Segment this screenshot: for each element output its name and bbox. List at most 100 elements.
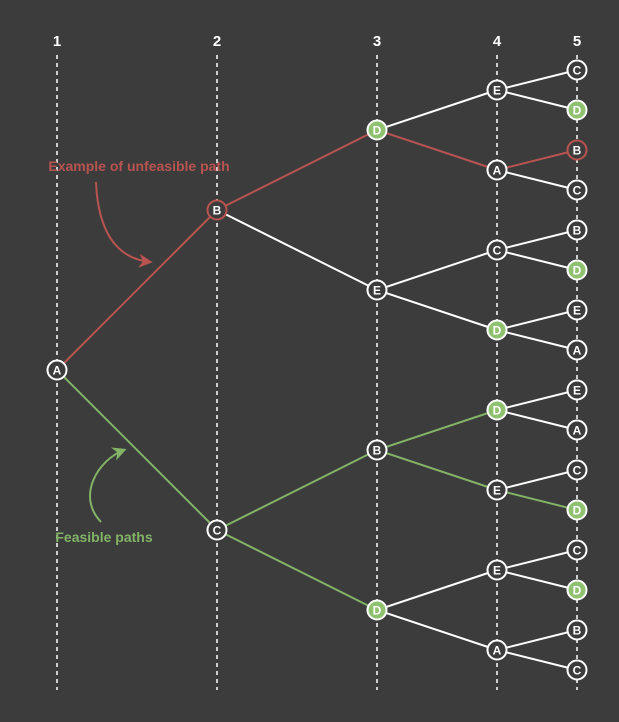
tree-edge — [496, 69, 578, 91]
tree-node: A — [46, 359, 68, 381]
column-guides — [56, 55, 578, 690]
node-label: A — [53, 364, 62, 378]
node-label: D — [493, 404, 502, 418]
node-circle — [366, 439, 388, 461]
node-circle — [206, 199, 228, 221]
tree-edge — [376, 449, 498, 491]
feasible-paths-arrow — [89, 447, 127, 523]
tree-node: C — [566, 659, 588, 681]
node-circle — [566, 299, 588, 321]
node-circle — [566, 59, 588, 81]
tree-edge — [496, 149, 578, 171]
node-label: A — [573, 424, 582, 438]
tree-node: D — [566, 579, 588, 601]
tree-edge — [216, 209, 378, 291]
node-circle — [566, 139, 588, 161]
node-label: D — [573, 104, 582, 118]
feasible-paths-label: Feasible paths — [55, 529, 152, 545]
tree-node: C — [486, 239, 508, 261]
node-circle — [566, 619, 588, 641]
node-circle — [366, 279, 388, 301]
tree-edge — [56, 209, 218, 371]
tree-edge — [376, 129, 498, 171]
tree-edge — [496, 329, 578, 351]
tree-node: A — [486, 159, 508, 181]
tree-edge — [496, 629, 578, 651]
node-label: B — [373, 444, 382, 458]
node-label: C — [493, 244, 502, 258]
edges — [56, 69, 578, 671]
tree-node: E — [566, 379, 588, 401]
tree-node: D — [486, 399, 508, 421]
node-label: C — [573, 544, 582, 558]
tree-edge — [216, 529, 378, 611]
tree-edge — [496, 169, 578, 191]
tree-edge — [56, 369, 218, 531]
unfeasible-path-arrow — [95, 181, 153, 268]
tree-edge — [496, 229, 578, 251]
tree-edge — [496, 489, 578, 511]
node-circle — [486, 159, 508, 181]
tree-node: E — [486, 479, 508, 501]
tree-node: B — [206, 199, 228, 221]
tree-edge — [496, 649, 578, 671]
tree-edge — [496, 469, 578, 491]
tree-node: C — [566, 459, 588, 481]
node-label: B — [573, 144, 582, 158]
node-label: E — [573, 384, 581, 398]
tree-edge — [216, 449, 378, 531]
node-circle — [486, 399, 508, 421]
node-label: C — [573, 664, 582, 678]
tree-node: E — [366, 279, 388, 301]
node-circle — [486, 559, 508, 581]
tree-node: C — [566, 59, 588, 81]
node-circle — [566, 259, 588, 281]
tree-edge — [496, 549, 578, 571]
column-label: 3 — [373, 33, 381, 50]
node-circle — [566, 99, 588, 121]
node-label: E — [493, 564, 501, 578]
node-circle — [486, 639, 508, 661]
node-label: D — [373, 124, 382, 138]
node-circle — [566, 459, 588, 481]
tree-edge — [496, 249, 578, 271]
node-circle — [566, 419, 588, 441]
node-circle — [366, 599, 388, 621]
node-label: D — [573, 584, 582, 598]
tree-edge — [496, 569, 578, 591]
tree-edge — [376, 249, 498, 291]
node-label: D — [373, 604, 382, 618]
tree-node: E — [486, 559, 508, 581]
node-label: E — [493, 484, 501, 498]
column-label: 2 — [213, 33, 221, 50]
node-label: E — [573, 304, 581, 318]
tree-node: B — [566, 619, 588, 641]
tree-node: B — [366, 439, 388, 461]
tree-node: E — [566, 299, 588, 321]
node-label: B — [573, 224, 582, 238]
tree-node: B — [566, 139, 588, 161]
tree-node: A — [566, 339, 588, 361]
node-label: D — [573, 504, 582, 518]
tree-node: D — [366, 119, 388, 141]
column-label: 4 — [493, 33, 502, 50]
node-label: A — [493, 164, 502, 178]
column-label: 5 — [573, 33, 581, 50]
node-circle — [566, 179, 588, 201]
tree-edge — [496, 409, 578, 431]
node-label: B — [573, 624, 582, 638]
node-circle — [566, 379, 588, 401]
tree-node: D — [566, 259, 588, 281]
node-circle — [566, 579, 588, 601]
node-label: D — [573, 264, 582, 278]
node-circle — [566, 499, 588, 521]
node-circle — [566, 219, 588, 241]
node-circle — [206, 519, 228, 541]
tree-edge — [376, 89, 498, 131]
node-label: E — [493, 84, 501, 98]
tree-edge — [376, 569, 498, 611]
tree-node: D — [566, 499, 588, 521]
node-circle — [566, 539, 588, 561]
